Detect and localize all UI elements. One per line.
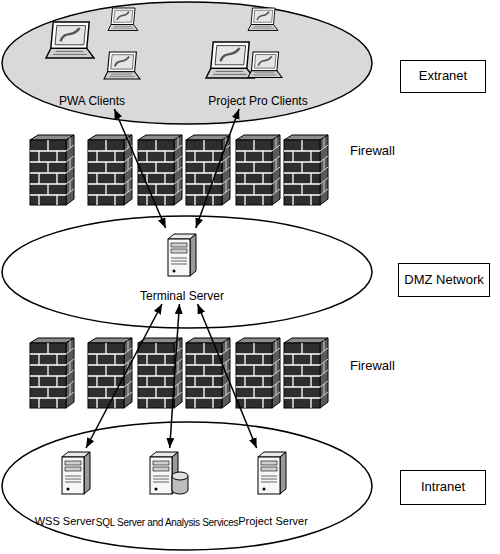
zone-label-box: Intranet [400, 470, 486, 505]
server-icon [168, 234, 196, 276]
firewall-wall [236, 338, 280, 408]
firewall-wall [284, 338, 328, 408]
server-icon [258, 452, 286, 494]
connector-arrow [170, 304, 180, 448]
client-group: PWA Clients [40, 5, 144, 109]
firewall-wall [88, 135, 132, 205]
node-label: Terminal Server [140, 290, 224, 304]
dmz-zone [2, 216, 372, 328]
firewall-row [30, 338, 328, 408]
firewall-wall [138, 338, 182, 408]
firewall-wall [186, 338, 230, 408]
laptop-icon [248, 52, 282, 78]
server-node: WSS Server [30, 448, 100, 528]
node-label: SQL Server and Analysis Services [96, 517, 238, 529]
firewall-wall [30, 338, 74, 408]
node-label: Intranet [421, 480, 465, 495]
node-label: DMZ Network [404, 273, 483, 288]
firewall-label: Firewall [350, 358, 395, 373]
server-node: Project Server [236, 448, 310, 528]
intranet-zone [2, 422, 372, 550]
laptop-icon [46, 22, 94, 58]
node-label: WSS Server [35, 515, 96, 528]
database-icon [172, 472, 188, 494]
connector-arrow [114, 109, 165, 228]
connector-arrow [198, 304, 257, 448]
firewall-wall [88, 338, 132, 408]
laptop-icon [104, 52, 140, 79]
firewall-wall [186, 135, 230, 205]
firewall-wall [30, 135, 74, 205]
firewall-wall [236, 135, 280, 205]
node-label: Project Server [238, 515, 308, 528]
server-node: SQL Server and Analysis Services [100, 448, 234, 528]
connector-arrow [86, 304, 162, 448]
server-node: Terminal Server [132, 228, 232, 304]
node-label: Project Pro Clients [208, 95, 307, 109]
connector-arrow [196, 109, 239, 228]
client-group: Project Pro Clients [195, 5, 321, 109]
firewall-label: Firewall [350, 143, 395, 158]
laptop-icon [206, 42, 254, 78]
node-label: PWA Clients [59, 95, 125, 109]
firewall-wall [138, 135, 182, 205]
zone-label-box: DMZ Network [398, 263, 490, 297]
server-icon [62, 452, 90, 494]
zone-label-box: Extranet [400, 60, 486, 93]
firewall-row [30, 135, 328, 205]
laptop-icon [108, 8, 138, 31]
node-label: Extranet [419, 69, 467, 84]
laptop-icon [248, 8, 278, 31]
firewall-wall [284, 135, 328, 205]
extranet-zone [2, 2, 372, 124]
